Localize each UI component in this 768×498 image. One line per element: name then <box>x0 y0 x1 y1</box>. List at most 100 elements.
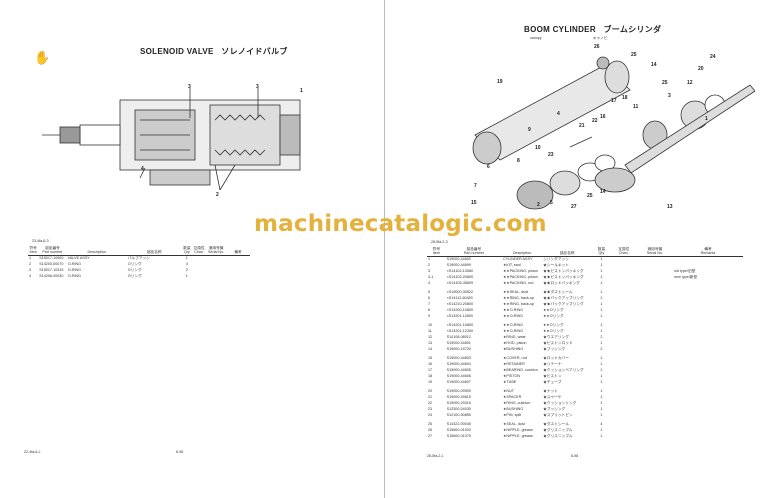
callout-label: 10 <box>535 145 541 151</box>
cell-jp: ★ブッシング <box>543 406 566 411</box>
cell-jp: ★グリスニップル <box>543 433 573 438</box>
cell-jp: ★★Oリング <box>543 329 564 334</box>
cell-jp: Oリング <box>127 273 142 278</box>
callout-label: 27 <box>571 204 577 210</box>
cell-remarks <box>673 319 743 329</box>
cell-qty: 1 <box>600 395 603 400</box>
cell-part: S19017-10315 <box>39 268 64 272</box>
cell-desc: ★COVER, rod <box>503 356 527 361</box>
cell-part: S19000-44603 <box>446 356 471 361</box>
cell-empty <box>611 352 637 362</box>
cell-jp: ★シールキット <box>543 263 569 268</box>
cell-qty: 1 <box>600 340 603 345</box>
cell-part: S19000-49615 <box>446 395 471 400</box>
cell-qty: 1 <box>600 280 603 285</box>
cell-part: ×S14201-10800 <box>446 323 474 328</box>
cell-empty <box>611 385 637 395</box>
cell-part: ×S19000-30522 <box>446 290 474 295</box>
table-row: 3-1×S14102-20800★★PACKING, piston★★ピストンパ… <box>427 275 743 281</box>
cell-jp: ★ピストン <box>543 373 562 378</box>
watermark: machinecatalogic.com <box>254 211 547 237</box>
cell-item: 25 <box>428 422 433 427</box>
callout-label: 19 <box>497 79 503 85</box>
cell-item: 8 <box>428 307 431 312</box>
cell-desc: ★NIPPLE, grease <box>503 428 533 433</box>
table-row: 3×S14102-13080★★PACKING, piston★★ピストンパッキ… <box>427 269 743 275</box>
cell-qty: 1 <box>600 428 603 433</box>
cell-part: ×S14200-10800 <box>446 307 474 312</box>
cell-item: 10 <box>428 323 433 328</box>
cell-jp: ★ブッシング <box>543 346 566 351</box>
cell-part: S19000-29316 <box>446 400 471 405</box>
cell-qty: 1 <box>600 373 603 378</box>
cell-desc: ★BUSHING <box>503 346 524 351</box>
col-name-jp: 部品名称 <box>126 246 182 257</box>
cell-jp: ★ダストシール <box>543 422 569 427</box>
title-jp: ソレノイドバルブ <box>221 47 288 56</box>
callout-label: 17 <box>611 98 617 104</box>
cell-part: S13300-04030 <box>446 406 471 411</box>
callout-label: 4 <box>557 111 560 117</box>
callout-label: 16 <box>600 114 606 120</box>
cell-jp: ★ロッドカバー <box>543 356 569 361</box>
cell-item: 23 <box>428 406 433 411</box>
page-number: 6-96 <box>176 450 184 454</box>
callout-label: 6 <box>487 164 490 170</box>
col-name-jp: 部品名称 <box>542 247 593 258</box>
cell-item: 17 <box>428 367 433 372</box>
cell-jp: ★★Oリング <box>543 313 564 318</box>
callout-label: 20 <box>698 66 704 72</box>
cell-qty: 2 <box>185 268 188 272</box>
cell-item: 4 <box>29 273 32 278</box>
table-row: 7×S14210-20800★★RING, back-up★★バックアップリング… <box>427 302 743 308</box>
cell-item: 16 <box>428 362 433 367</box>
cell-qty: 1 <box>600 313 603 318</box>
cell-desc: ★KIT, seal <box>503 263 521 268</box>
cell-item: 5 <box>428 290 431 295</box>
cell-qty: 1 <box>600 307 603 312</box>
cell-desc: ★★SEAL, dust <box>503 290 529 295</box>
cell-desc: ★TUBE <box>503 379 517 384</box>
cell-empty <box>637 319 673 329</box>
cell-jp: ★クッションリング <box>543 400 577 405</box>
cell-qty: 1 <box>600 433 603 438</box>
cell-part: S19000-44601 <box>446 340 471 345</box>
callout-label: 11 <box>633 104 639 110</box>
cell-qty: 1 <box>600 406 603 411</box>
cell-remarks: new type/新型 <box>674 274 698 279</box>
cell-item: 21 <box>428 395 433 400</box>
cell-qty: 1 <box>185 273 188 278</box>
callout-label: 1 <box>300 88 303 94</box>
title-jp: ブームシリンダ <box>603 25 662 34</box>
cell-item: 26 <box>428 428 433 433</box>
cell-desc: O-RING <box>67 268 82 272</box>
cell-empty <box>611 418 637 428</box>
cell-jp: ★★バックアップリング <box>543 301 584 306</box>
cell-empty <box>637 418 673 428</box>
title-en: SOLENOID VALVE <box>140 47 214 56</box>
cell-part: S19000-44699 <box>446 263 471 268</box>
cell-desc: ★RETAINER <box>503 362 525 367</box>
cell-part: S14200-00070 <box>39 262 64 267</box>
callout-label: 3 <box>668 93 671 99</box>
cell-item: 6 <box>428 296 431 301</box>
